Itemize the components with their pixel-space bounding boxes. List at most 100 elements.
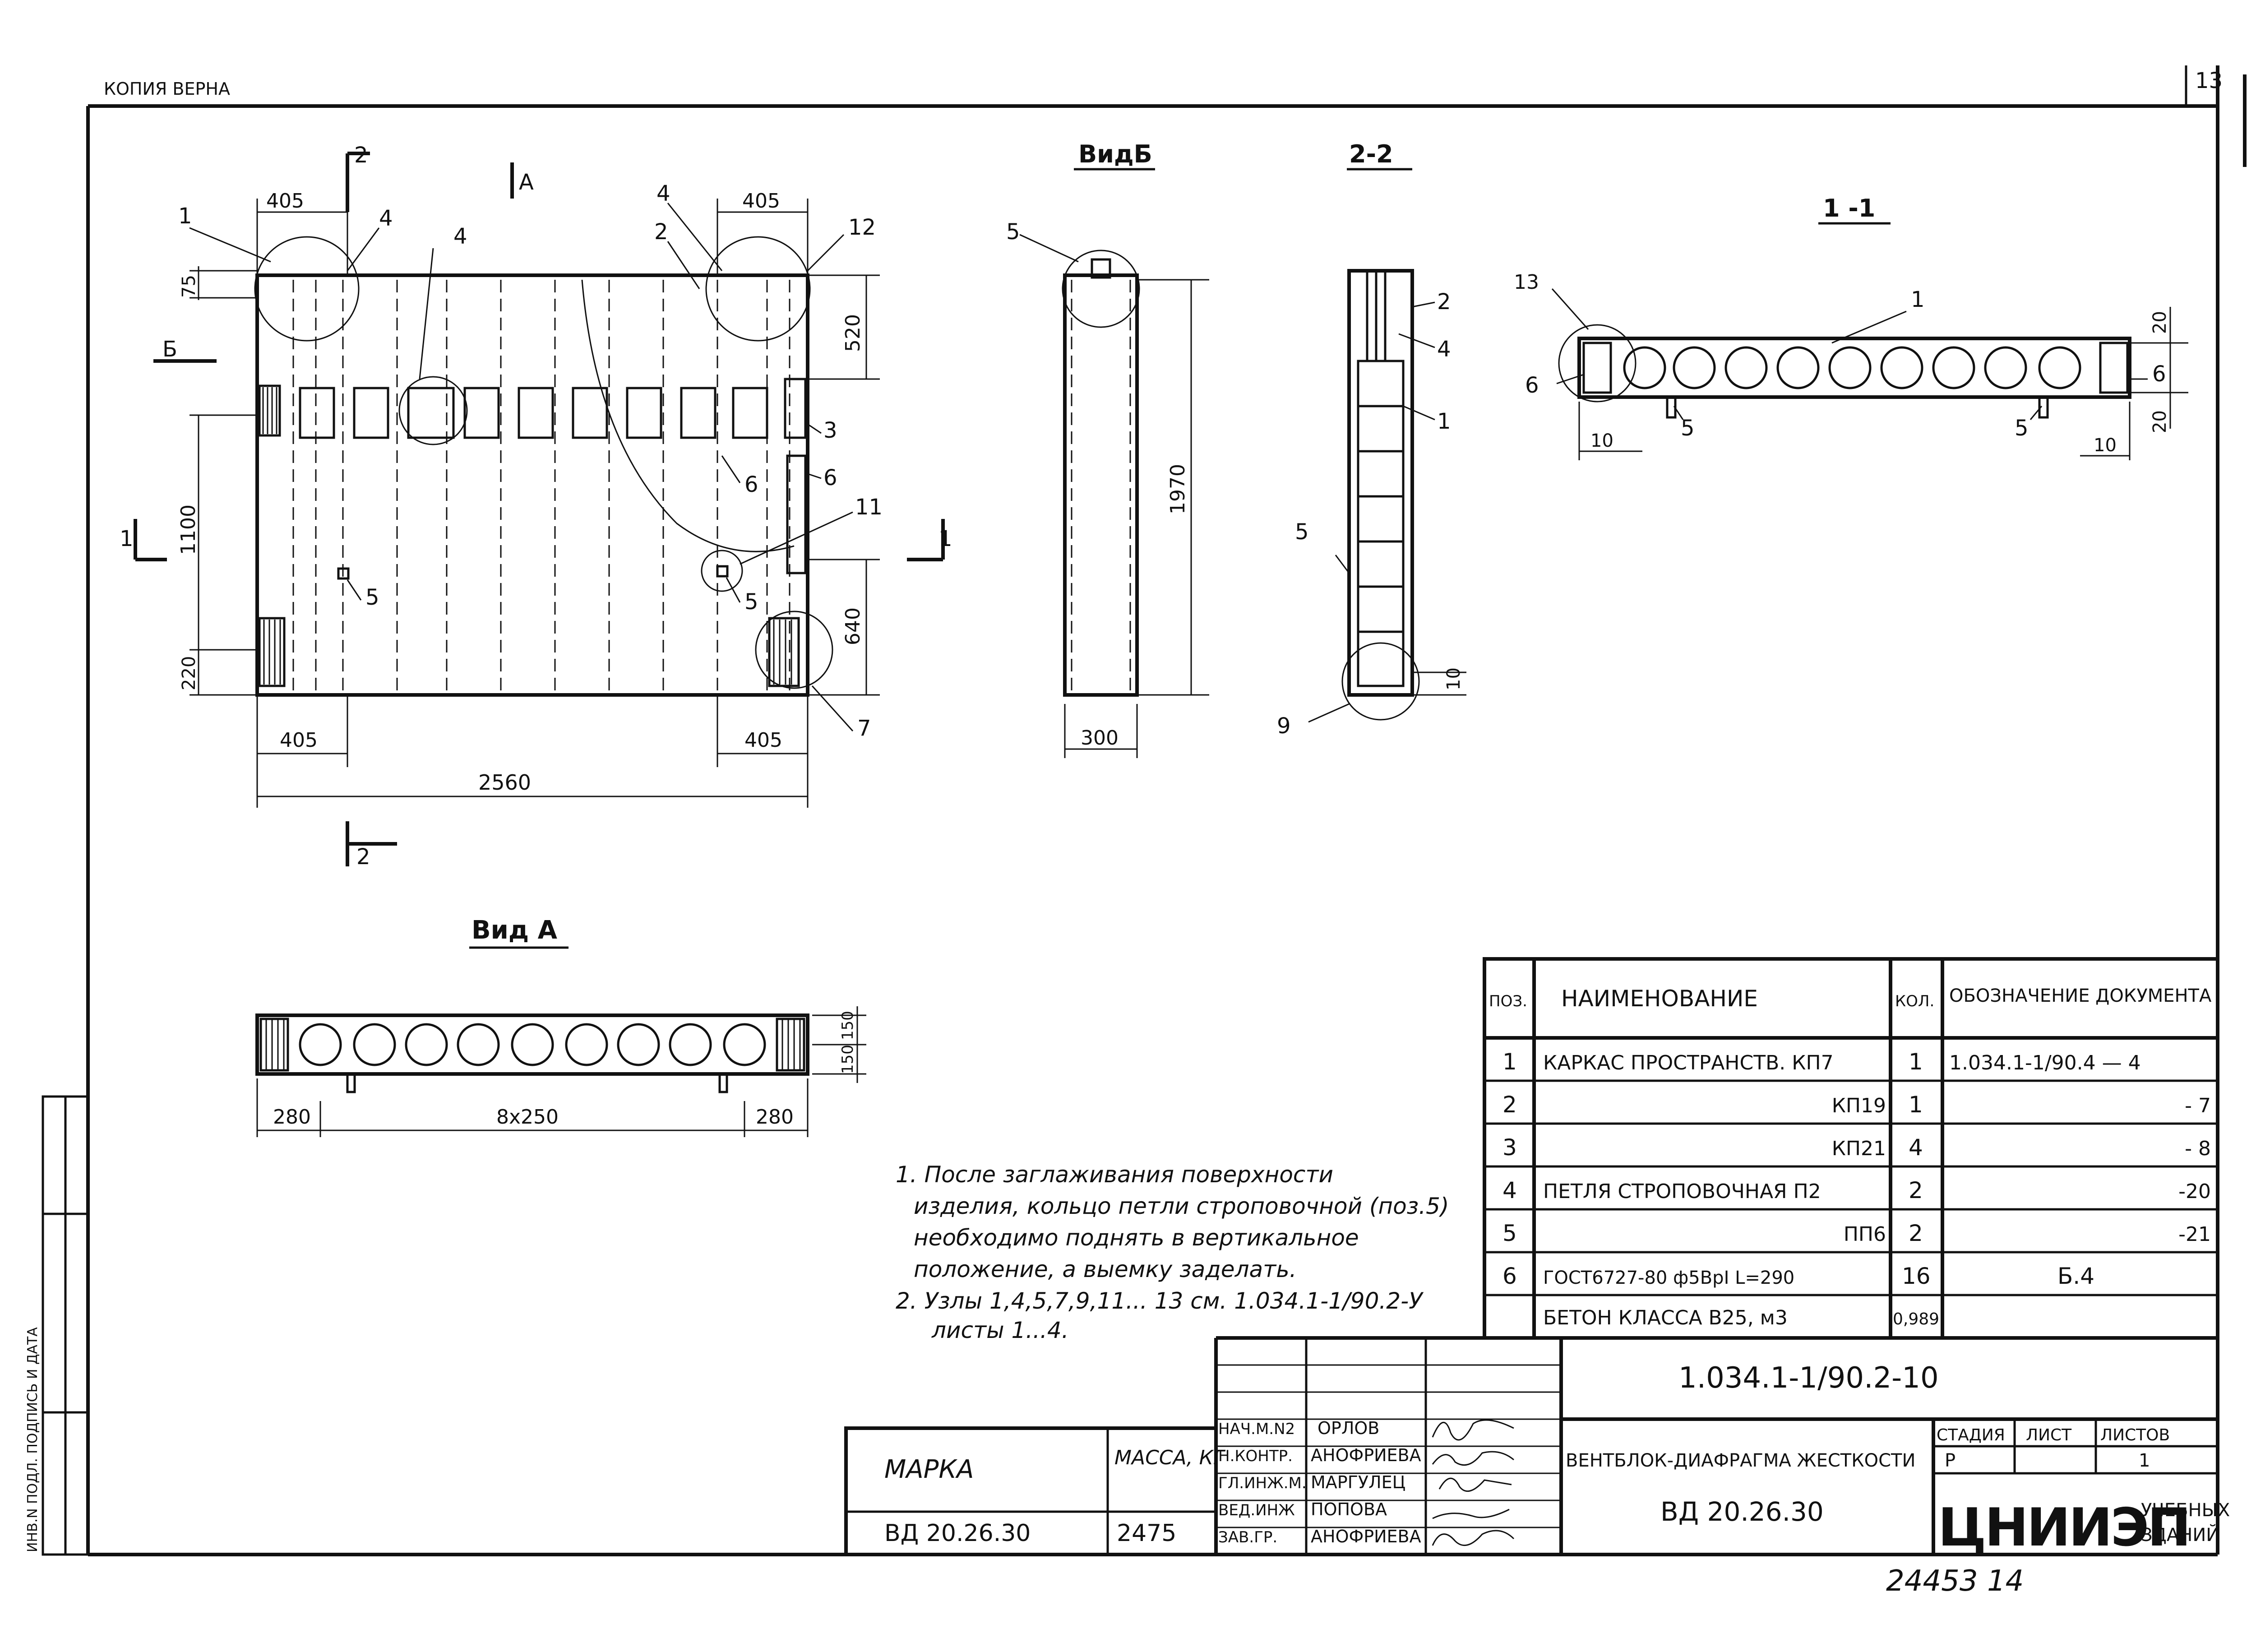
callout-5-b: 5 xyxy=(744,589,758,615)
section-2-2-title: 2-2 xyxy=(1349,140,1393,168)
sec11-callout-5-left: 5 xyxy=(1681,416,1695,441)
view-b-callout-5: 5 xyxy=(1006,219,1020,245)
side-strip-label: ИНВ.N ПОДЛ. ПОДПИСЬ И ДАТА xyxy=(25,1327,41,1552)
spec-row-7-name: БЕТОН КЛАССА В25, м3 xyxy=(1543,1306,1788,1329)
stage-value: Р xyxy=(1945,1450,1956,1471)
callout-7: 7 xyxy=(857,716,871,741)
section-1-1-title: 1 -1 xyxy=(1823,194,1875,222)
sec11-dim-20-top: 20 xyxy=(2150,311,2170,334)
callout-6-b: 6 xyxy=(823,465,837,491)
sig-name-4: ПОПОВА xyxy=(1311,1499,1387,1519)
view-a-dim-8x250: 8x250 xyxy=(496,1106,559,1129)
note-line-4: положение, а выемку заделать. xyxy=(914,1256,1297,1282)
detail-circle-7 xyxy=(755,611,833,689)
view-a: Вид А xyxy=(255,916,866,1137)
section-mark-1-right: 1 xyxy=(938,526,952,551)
org-logo: ЦНИИЭП xyxy=(1938,1497,2189,1558)
callout-2: 2 xyxy=(654,219,668,245)
callout-1: 1 xyxy=(178,204,192,229)
main-elevation-dimensions: 405 405 75 520 1100 640 220 405 405 2560 xyxy=(177,190,864,795)
detail-circle-4 xyxy=(398,376,468,445)
spec-row-5-pos: 5 xyxy=(1502,1220,1517,1246)
spec-table xyxy=(1483,957,2219,1340)
spec-row-5-doc: -21 xyxy=(2178,1223,2211,1246)
product-name: ВЕНТБЛОК-ДИАФРАГМА ЖЕСТКОСТИ xyxy=(1566,1450,1915,1471)
sec22-dim-10: 10 xyxy=(1443,667,1464,690)
detail-circle-1 xyxy=(254,236,360,342)
spec-header-name: НАИМЕНОВАНИЕ xyxy=(1561,986,1758,1012)
spec-row-3-qty: 4 xyxy=(1909,1134,1923,1161)
spec-row-6-doc: Б.4 xyxy=(2057,1263,2094,1289)
sec11-dim-20-bottom: 20 xyxy=(2150,410,2170,433)
sheets-header: ЛИСТОВ xyxy=(2100,1426,2170,1444)
spec-row-4-name: ПЕТЛЯ СТРОПОВОЧНАЯ П2 xyxy=(1543,1180,1821,1203)
window-openings xyxy=(299,378,807,439)
spec-row-6-name: ГОСТ6727-80 ф5ВрI L=290 xyxy=(1543,1268,1794,1288)
sec22-callout-9: 9 xyxy=(1277,713,1291,739)
spec-row-1-name: КАРКАС ПРОСТРАНСТВ. КП7 xyxy=(1543,1051,1834,1074)
spec-row-3-pos: 3 xyxy=(1502,1134,1517,1161)
handwritten-signatures xyxy=(1432,1419,1515,1546)
dim-405-bottom-right: 405 xyxy=(744,729,782,752)
section-2-2: 2-2 xyxy=(1308,140,1466,723)
callout-12: 12 xyxy=(848,215,876,240)
callout-4-b: 4 xyxy=(453,224,467,249)
spec-row-5-qty: 2 xyxy=(1909,1220,1923,1246)
main-elevation xyxy=(134,152,945,866)
section-1-1: 1 -1 xyxy=(1551,194,2188,460)
view-b-dim-1970: 1970 xyxy=(1166,464,1189,514)
spec-row-1-doc: 1.034.1-1/90.4 — 4 xyxy=(1949,1051,2141,1074)
section-mark-2-bottom: 2 xyxy=(356,844,370,870)
sec11-callout-5-right: 5 xyxy=(2015,416,2029,441)
spec-row-1-qty: 1 xyxy=(1909,1049,1923,1075)
callout-6-a: 6 xyxy=(744,472,758,497)
dim-405-top-left: 405 xyxy=(266,190,304,213)
sec11-dim-10-right: 10 xyxy=(2094,435,2117,456)
spec-row-1-pos: 1 xyxy=(1502,1049,1517,1075)
footer-number: 24453 14 xyxy=(1886,1564,2024,1598)
sheet-header: ЛИСТ xyxy=(2026,1426,2072,1444)
sheets-value: 1 xyxy=(2139,1450,2150,1471)
spec-row-2-doc: - 7 xyxy=(2185,1094,2211,1117)
spec-row-2-qty: 1 xyxy=(1909,1092,1923,1118)
view-b: ВидБ xyxy=(1019,140,1209,758)
dim-640: 640 xyxy=(841,607,864,645)
dim-220: 220 xyxy=(179,656,199,690)
sig-role-3: ГЛ.ИНЖ.М. xyxy=(1218,1474,1307,1492)
spec-row-2-name: КП19 xyxy=(1832,1094,1886,1117)
sec11-callout-1: 1 xyxy=(1911,287,1925,312)
view-a-dim-280-right: 280 xyxy=(756,1106,794,1129)
sec22-callout-5: 5 xyxy=(1295,519,1309,545)
detail-circle-12 xyxy=(705,236,811,342)
spec-row-4-pos: 4 xyxy=(1502,1177,1517,1203)
hatched-recesses xyxy=(258,384,807,687)
spec-header-qty: КОЛ. xyxy=(1895,992,1934,1010)
mass-header: МАССА, КГ xyxy=(1114,1446,1226,1469)
sec22-callout-2: 2 xyxy=(1437,289,1451,315)
section-mark-1-left: 1 xyxy=(120,526,134,551)
sig-name-2: АНОФРИЕВА xyxy=(1311,1445,1421,1465)
dim-405-top-right: 405 xyxy=(742,190,780,213)
org-sub-1: УЧЕБНЫХ xyxy=(2141,1500,2230,1521)
mass-value: 2475 xyxy=(1117,1520,1176,1547)
detail-circle-11 xyxy=(701,550,743,592)
callout-11: 11 xyxy=(855,495,883,520)
spec-row-6-qty: 16 xyxy=(1902,1263,1931,1289)
sec11-callout-6-right: 6 xyxy=(2152,361,2166,387)
spec-row-3-doc: - 8 xyxy=(2185,1137,2211,1160)
product-mark: ВД 20.26.30 xyxy=(1660,1496,1824,1527)
sig-name-5: АНОФРИЕВА xyxy=(1311,1527,1421,1546)
spec-row-4-qty: 2 xyxy=(1909,1177,1923,1203)
doc-code: 1.034.1-1/90.2-10 xyxy=(1678,1361,1939,1395)
sec11-callout-13: 13 xyxy=(1514,271,1539,294)
spec-row-4-doc: -20 xyxy=(2178,1180,2211,1203)
view-b-title: ВидБ xyxy=(1078,140,1152,168)
note-line-2: изделия, кольцо петли строповочной (поз.… xyxy=(914,1193,1449,1219)
view-a-dim-150-b: 150 xyxy=(839,1011,857,1040)
view-b-dim-300: 300 xyxy=(1081,727,1119,750)
spec-row-3-name: КП21 xyxy=(1832,1137,1886,1160)
callout-5-a: 5 xyxy=(365,585,379,610)
spec-row-7-qty: 0,989 xyxy=(1893,1310,1939,1328)
spec-row-2-pos: 2 xyxy=(1502,1092,1517,1118)
note-line-6: листы 1...4. xyxy=(931,1317,1069,1343)
